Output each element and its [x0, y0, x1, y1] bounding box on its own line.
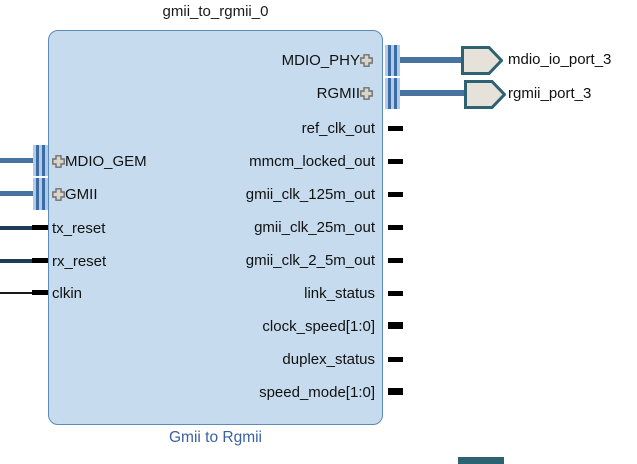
pin-label: clock_speed[1:0]: [262, 317, 375, 335]
external-port-rgmii-port-3[interactable]: [464, 80, 507, 114]
pin-row-ref-clk-out[interactable]: ref_clk_out: [302, 118, 375, 138]
pin-label: link_status: [304, 284, 375, 302]
pin-row-speed-mode[interactable]: speed_mode[1:0]: [259, 382, 375, 402]
pin-label: duplex_status: [282, 350, 375, 368]
pin-row-gmii[interactable]: GMII: [52, 184, 98, 204]
pin-stub-gmii-clk-2-5m-out[interactable]: [388, 258, 403, 263]
port-arrow-icon: [461, 46, 504, 75]
pin-label: rx_reset: [52, 252, 107, 270]
pin-label: gmii_clk_25m_out: [254, 218, 375, 236]
pin-label: MDIO_GEM: [65, 152, 147, 170]
wire-rgmii[interactable]: [400, 90, 465, 96]
block-instance-name: gmii_to_rgmii_0: [162, 3, 269, 20]
pin-label: ref_clk_out: [301, 119, 375, 137]
external-port-label: rgmii_port_3: [508, 85, 592, 102]
pin-row-rgmii[interactable]: RGMII: [317, 83, 373, 103]
pin-row-mmcm-locked-out[interactable]: mmcm_locked_out: [249, 151, 375, 171]
wire-tx-reset[interactable]: [0, 226, 33, 230]
wire-clkin[interactable]: [0, 292, 33, 294]
pin-label: mmcm_locked_out: [249, 152, 375, 170]
pin-label: gmii_clk_125m_out: [245, 185, 375, 203]
pin-label: RGMII: [316, 84, 360, 102]
wire-rx-reset[interactable]: [0, 259, 33, 263]
pin-row-gmii-clk-2-5m-out[interactable]: gmii_clk_2_5m_out: [246, 250, 375, 270]
pin-row-mdio-phy[interactable]: MDIO_PHY: [282, 50, 373, 70]
pin-stub-duplex-status[interactable]: [388, 357, 403, 362]
pin-stub-rx-reset[interactable]: [32, 258, 48, 263]
pin-stub-mmcm-locked-out[interactable]: [388, 159, 403, 164]
expand-plus-icon[interactable]: [52, 187, 65, 201]
external-port-mdio-io-port-3[interactable]: [461, 46, 504, 80]
pin-label: GMII: [65, 185, 98, 203]
pin-row-mdio-gem[interactable]: MDIO_GEM: [52, 151, 147, 171]
expand-plus-icon[interactable]: [52, 154, 65, 168]
external-port-partial[interactable]: [458, 457, 504, 464]
wire-gmii[interactable]: [0, 191, 33, 196]
pin-stub-clock-speed[interactable]: [388, 322, 403, 329]
pin-row-clkin[interactable]: clkin: [52, 283, 82, 303]
expand-plus-icon[interactable]: [360, 53, 373, 67]
wire-mdio-phy[interactable]: [400, 57, 463, 63]
pin-label: speed_mode[1:0]: [259, 383, 375, 401]
wire-mdio-gem[interactable]: [0, 158, 33, 163]
pin-label: MDIO_PHY: [281, 51, 360, 69]
pin-row-tx-reset[interactable]: tx_reset: [52, 218, 105, 238]
pin-stub-tx-reset[interactable]: [32, 225, 48, 230]
pin-label: tx_reset: [52, 219, 106, 237]
pin-row-link-status[interactable]: link_status: [304, 283, 375, 303]
pin-row-rx-reset[interactable]: rx_reset: [52, 251, 106, 271]
expand-plus-icon[interactable]: [360, 86, 373, 100]
external-port-label: mdio_io_port_3: [508, 51, 612, 68]
pin-stub-link-status[interactable]: [388, 291, 403, 296]
port-arrow-icon: [464, 80, 507, 109]
pin-row-gmii-clk-25m-out[interactable]: gmii_clk_25m_out: [254, 217, 375, 237]
pin-row-gmii-clk-125m-out[interactable]: gmii_clk_125m_out: [246, 184, 375, 204]
interface-pin-connector-gmii[interactable]: [33, 178, 48, 210]
pin-label: gmii_clk_2_5m_out: [245, 251, 375, 269]
interface-pin-connector-rgmii[interactable]: [385, 78, 400, 109]
pin-stub-gmii-clk-125m-out[interactable]: [388, 192, 403, 197]
pin-stub-clkin[interactable]: [32, 290, 48, 295]
pin-row-clock-speed[interactable]: clock_speed[1:0]: [262, 316, 375, 336]
pin-row-duplex-status[interactable]: duplex_status: [282, 349, 375, 369]
interface-pin-connector-mdio-phy[interactable]: [385, 45, 400, 76]
ip-block-gmii-to-rgmii[interactable]: [48, 30, 383, 425]
pin-stub-speed-mode[interactable]: [388, 388, 403, 395]
pin-stub-ref-clk-out[interactable]: [388, 126, 403, 131]
pin-stub-gmii-clk-25m-out[interactable]: [388, 225, 403, 230]
pin-label: clkin: [52, 284, 83, 302]
block-display-name: Gmii to Rgmii: [168, 429, 262, 446]
interface-pin-connector-mdio-gem[interactable]: [33, 145, 48, 176]
